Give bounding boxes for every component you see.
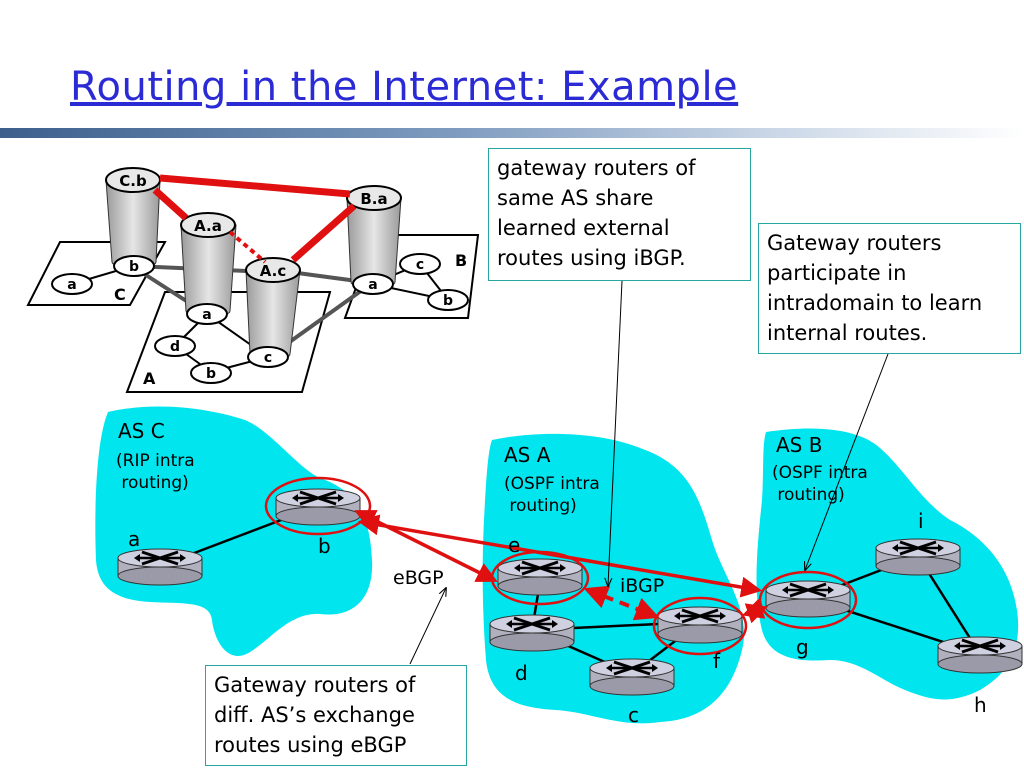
as-b-protocol-2: routing) [772, 485, 845, 505]
ebgp-label: eBGP [393, 567, 444, 589]
plane-label-a: A [143, 369, 156, 388]
router-h [936, 635, 1024, 675]
router-b [274, 487, 362, 527]
router-label-a: a [128, 527, 140, 551]
as-b-title: AS B [776, 433, 822, 457]
router-label-f: f [713, 649, 721, 673]
plane-label-b: B [455, 251, 467, 270]
node-ad: d [170, 339, 180, 355]
tag-ba: B.a [360, 190, 387, 208]
as-a-protocol-1: (OSPF intra [504, 474, 600, 494]
as-c-protocol-2: routing) [116, 473, 189, 493]
callout-intra-line: intradomain to learn [767, 291, 983, 315]
topology-illustration: C.b A.a A.c B.a a b a d b c a c b C A [26, 167, 480, 393]
callout-intradomain: Gateway routers participate in intradoma… [758, 223, 1021, 354]
callout-ebgp-line: routes using eBGP [214, 733, 407, 757]
slide-title: Routing in the Internet: Example [70, 64, 739, 110]
callout-ebgp-pointer [409, 588, 446, 665]
router-label-i: i [918, 509, 924, 533]
node-cb: b [129, 259, 139, 275]
callout-ibgp-line: learned external [497, 216, 670, 240]
ebgp-link-f-g [742, 598, 768, 624]
callout-ibgp-line: same AS share [497, 186, 654, 210]
plane-label-c: C [114, 285, 126, 304]
callout-ibgp-line: routes using iBGP. [497, 246, 686, 270]
router-g [764, 579, 852, 619]
as-b-protocol-1: (OSPF intra [772, 463, 868, 483]
router-i [874, 537, 962, 577]
router-label-h: h [974, 693, 987, 717]
router-label-g: g [796, 635, 809, 659]
router-label-e: e [508, 533, 520, 557]
router-e [496, 557, 584, 597]
cylinder-ba [346, 185, 402, 289]
node-ba: a [368, 277, 377, 293]
ibgp-link-e-f [583, 585, 660, 621]
as-c-cloud [95, 406, 373, 656]
node-bc: c [416, 257, 424, 273]
gateway-highlight-b [264, 476, 372, 536]
router-label-b: b [318, 534, 331, 558]
router-label-d: d [515, 661, 528, 685]
as-c-title: AS C [118, 419, 165, 443]
tag-cb: C.b [119, 172, 147, 190]
callout-ibgp: gateway routers of same AS share learned… [488, 148, 751, 281]
node-ac: c [264, 350, 272, 366]
callout-intra-line: participate in [767, 261, 907, 285]
ebgp-link-b-g [357, 514, 763, 598]
callout-intra-line: internal routes. [767, 321, 928, 345]
as-a-protocol-2: routing) [504, 496, 577, 516]
node-aa: a [202, 307, 211, 323]
router-label-c: c [628, 703, 639, 727]
callout-ebgp-line: Gateway routers of [214, 673, 416, 697]
router-a [116, 547, 204, 587]
tag-ac: A.c [260, 262, 286, 280]
callout-intra-pointer [805, 353, 889, 570]
callout-intra-line: Gateway routers [767, 231, 942, 255]
router-c [588, 657, 676, 697]
router-f [656, 605, 744, 645]
callout-ibgp-line: gateway routers of [497, 156, 696, 180]
callout-ebgp-line: diff. AS’s exchange [214, 703, 415, 727]
cylinder-aa [180, 212, 237, 318]
ibgp-label: iBGP [620, 575, 664, 597]
node-ab: b [206, 366, 216, 382]
callout-ibgp-pointer [608, 280, 623, 586]
as-c-protocol-1: (RIP intra [116, 451, 195, 471]
tag-aa: A.a [194, 217, 222, 235]
as-a-title: AS A [504, 443, 551, 467]
cylinder-cb [105, 167, 161, 269]
node-bb: b [443, 293, 453, 309]
cylinder-ac [245, 257, 301, 361]
node-ca: a [67, 277, 76, 293]
title-divider-bar [0, 128, 1024, 138]
callout-ebgp: Gateway routers of diff. AS’s exchange r… [205, 665, 467, 766]
router-d [488, 613, 576, 653]
gateway-highlight-f [652, 596, 748, 656]
